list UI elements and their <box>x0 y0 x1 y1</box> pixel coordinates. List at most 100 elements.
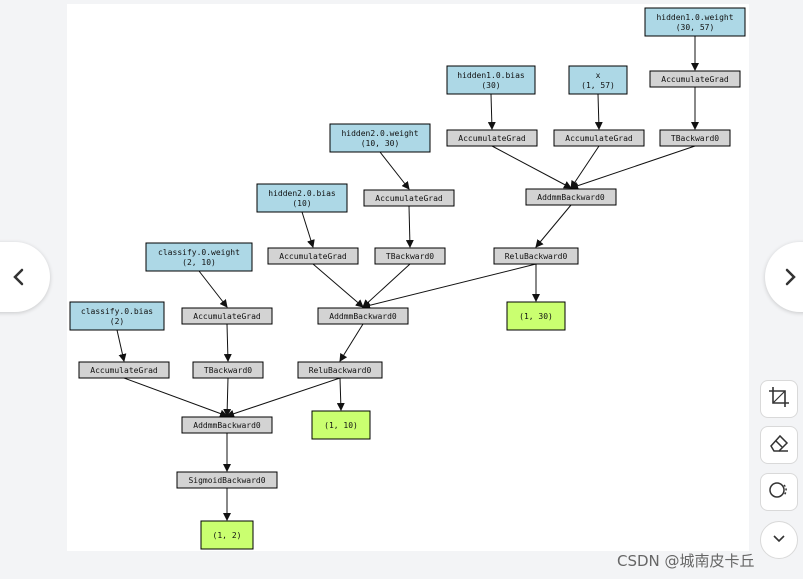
node-label: hidden2.0.weight <box>341 129 418 138</box>
node-box <box>192 361 264 379</box>
node-label: (30, 57) <box>676 23 715 32</box>
node-label: hidden2.0.bias <box>268 189 336 198</box>
graph-node-op: TBackward0 <box>192 361 264 379</box>
watermark-text: CSDN @城南皮卡丘 <box>617 552 755 570</box>
node-label: TBackward0 <box>386 252 434 261</box>
graph-node-op: AddmmBackward0 <box>181 416 273 434</box>
graph-node-op: AccumulateGrad <box>363 189 455 207</box>
node-box <box>311 410 371 440</box>
node-label: AccumulateGrad <box>458 134 526 143</box>
node-box <box>267 247 359 265</box>
node-box <box>176 471 278 489</box>
node-box <box>568 65 628 95</box>
graph-edge <box>223 377 232 417</box>
graph-edge <box>226 377 341 418</box>
node-box <box>78 361 170 379</box>
node-label: AccumulateGrad <box>90 366 158 375</box>
graph-node-param: hidden1.0.weight(30, 57) <box>644 7 746 37</box>
chevron-left-icon <box>9 267 29 287</box>
graph-node-op: AccumulateGrad <box>267 247 359 265</box>
node-label: (1, 57) <box>581 81 615 90</box>
node-label: hidden1.0.bias <box>457 71 525 80</box>
graph-edge <box>535 204 572 248</box>
graph-edge <box>312 263 364 308</box>
node-box <box>317 307 409 325</box>
chevron-right-icon <box>780 267 800 287</box>
node-label: SigmoidBackward0 <box>188 476 265 485</box>
node-label: (1, 10) <box>324 421 358 430</box>
node-box <box>69 301 165 331</box>
graph-node-out: (1, 30) <box>506 301 566 331</box>
node-box <box>329 123 431 153</box>
node-label: (1, 2) <box>213 531 242 540</box>
node-label: (2) <box>110 317 124 326</box>
node-box <box>446 65 536 95</box>
node-label: hidden1.0.weight <box>656 13 733 22</box>
graph-edge <box>570 145 600 189</box>
node-label: AddmmBackward0 <box>329 312 397 321</box>
autograd-graph: hidden1.0.weight(30, 57) AccumulateGrad hi… <box>69 7 746 550</box>
node-label: x <box>596 71 601 80</box>
node-box <box>374 247 446 265</box>
graph-node-op: TBackward0 <box>659 129 731 147</box>
graph-node-op: AccumulateGrad <box>446 129 538 147</box>
graph-node-op: AccumulateGrad <box>553 129 645 147</box>
node-label: AccumulateGrad <box>375 194 443 203</box>
node-box <box>145 242 253 272</box>
node-label: classify.0.weight <box>158 248 240 257</box>
node-box <box>297 361 383 379</box>
graph-node-op: AccumulateGrad <box>181 307 273 325</box>
graph-edge <box>570 145 696 190</box>
graph-node-op: ReluBackward0 <box>297 361 383 379</box>
node-box <box>644 7 746 37</box>
graph-node-param: hidden1.0.bias(30) <box>446 65 536 95</box>
graph-edge <box>362 263 537 310</box>
node-label: TBackward0 <box>204 366 252 375</box>
graph-node-param: hidden2.0.bias(10) <box>256 183 348 213</box>
expand-tools-button[interactable] <box>760 521 798 559</box>
graph-edge <box>123 377 228 418</box>
graph-edge <box>336 377 345 411</box>
graph-edge <box>301 211 315 248</box>
node-label: AddmmBackward0 <box>537 193 605 202</box>
graph-node-param: hidden2.0.weight(10, 30) <box>329 123 431 153</box>
node-box <box>525 188 617 206</box>
graph-node-param: classify.0.bias(2) <box>69 301 165 331</box>
crop-button[interactable] <box>760 380 798 418</box>
node-box <box>506 301 566 331</box>
node-label: TBackward0 <box>671 134 719 143</box>
graph-node-op: TBackward0 <box>374 247 446 265</box>
graph-canvas: hidden1.0.weight(30, 57) AccumulateGrad hi… <box>67 4 749 551</box>
graph-edge <box>198 270 228 308</box>
graph-node-op: AccumulateGrad <box>78 361 170 379</box>
node-label: ReluBackward0 <box>309 366 372 375</box>
node-label: AccumulateGrad <box>193 312 261 321</box>
graph-edge <box>487 93 496 130</box>
graph-node-out: (1, 2) <box>200 520 254 550</box>
graph-edge <box>594 93 603 130</box>
graph-node-param: classify.0.weight(2, 10) <box>145 242 253 272</box>
eraser-button[interactable] <box>760 426 798 464</box>
graph-edge <box>116 329 127 362</box>
graph-edge <box>362 263 411 308</box>
graph-edge <box>491 145 572 189</box>
node-box <box>363 189 455 207</box>
node-box <box>446 129 538 147</box>
node-label: AccumulateGrad <box>279 252 347 261</box>
chevron-down-icon <box>771 530 787 550</box>
lasso-select-button[interactable] <box>760 473 798 511</box>
graph-node-op: AccumulateGrad <box>649 70 741 88</box>
next-image-button[interactable] <box>765 242 803 312</box>
node-label: (10) <box>292 199 311 208</box>
eraser-icon <box>768 432 790 458</box>
graph-edge <box>379 151 410 190</box>
graph-node-op: AddmmBackward0 <box>317 307 409 325</box>
node-box <box>256 183 348 213</box>
node-label: AccumulateGrad <box>661 75 729 84</box>
node-label: AccumulateGrad <box>565 134 633 143</box>
graph-edge <box>339 323 364 362</box>
graph-edge <box>405 205 414 248</box>
crop-icon <box>768 386 790 412</box>
node-label: (10, 30) <box>361 139 400 148</box>
previous-image-button[interactable] <box>0 242 50 312</box>
